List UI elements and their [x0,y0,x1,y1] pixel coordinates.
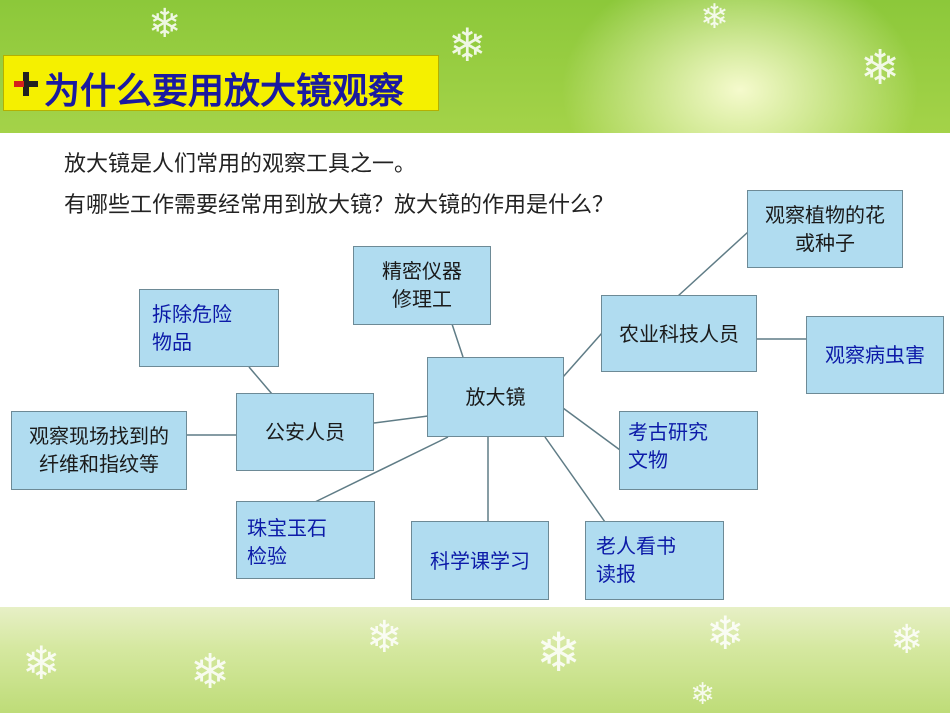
link-center-jewel [314,436,449,503]
node-magnifier-center: 放大镜 [427,357,564,437]
node-label: 珠宝玉石 [247,516,327,540]
node-label: 或种子 [795,231,855,255]
link-agri-flower [677,231,749,297]
plus-bullet-icon [14,72,38,96]
link-center-archaeology [562,407,621,451]
node-label: 精密仪器 [382,259,462,283]
node-science-class: 科学课学习 [411,521,549,600]
snowflake-icon: ❄ [890,617,924,663]
link-center-precision [451,323,464,358]
node-label: 物品 [152,330,192,354]
snowflake-icon: ❄ [448,18,487,72]
node-fingerprint: 观察现场找到的 纤维和指纹等 [11,411,187,490]
node-label: 修理工 [392,287,452,311]
node-label: 读报 [596,562,636,586]
node-agri-tech: 农业科技人员 [601,295,757,372]
node-label: 放大镜 [465,385,526,409]
intro-line-2: 有哪些工作需要经常用到放大镜？放大镜的作用是什么？ [64,193,615,218]
node-flower-seed: 观察植物的花 或种子 [747,190,903,268]
node-label: 公安人员 [265,420,345,444]
node-archaeology: 考古研究 文物 [619,411,758,490]
snowflake-icon: ❄ [690,677,716,712]
snowflake-icon: ❄ [860,40,901,96]
title-banner: 为什么要用放大镜观察 [3,55,439,112]
node-label: 文物 [628,448,668,472]
link-center-elder [544,436,606,523]
node-label: 拆除危险 [152,302,232,326]
snowflake-icon: ❄ [190,644,231,700]
node-label: 观察病虫害 [825,343,925,367]
node-label: 纤维和指纹等 [39,452,159,476]
node-elder-reading: 老人看书 读报 [585,521,724,600]
intro-line-1: 放大镜是人们常用的观察工具之一。 [64,152,417,177]
snowflake-icon: ❄ [366,612,403,663]
link-police-dangerous [248,366,273,395]
node-pest: 观察病虫害 [806,316,944,394]
snowflake-icon: ❄ [22,636,61,690]
snowflake-icon: ❄ [706,606,745,660]
node-jewel: 珠宝玉石 检验 [236,501,375,579]
snowflake-icon: ❄ [536,621,582,684]
node-label: 观察植物的花 [765,203,885,227]
page-title: 为什么要用放大镜观察 [44,71,405,112]
node-label: 检验 [247,544,287,568]
node-label: 考古研究 [628,420,708,444]
node-label: 科学课学习 [430,549,530,573]
node-label: 观察现场找到的 [29,424,169,448]
link-center-police [373,415,429,424]
link-center-agri [562,332,603,378]
node-police: 公安人员 [236,393,374,471]
node-dangerous-items: 拆除危险 物品 [139,289,279,367]
snowflake-icon: ❄ [700,0,729,37]
node-label: 老人看书 [596,534,676,558]
snowflake-icon: ❄ [148,1,182,47]
background-bottom [0,605,950,713]
node-label: 农业科技人员 [619,322,739,346]
node-precision-repairer: 精密仪器 修理工 [353,246,491,325]
